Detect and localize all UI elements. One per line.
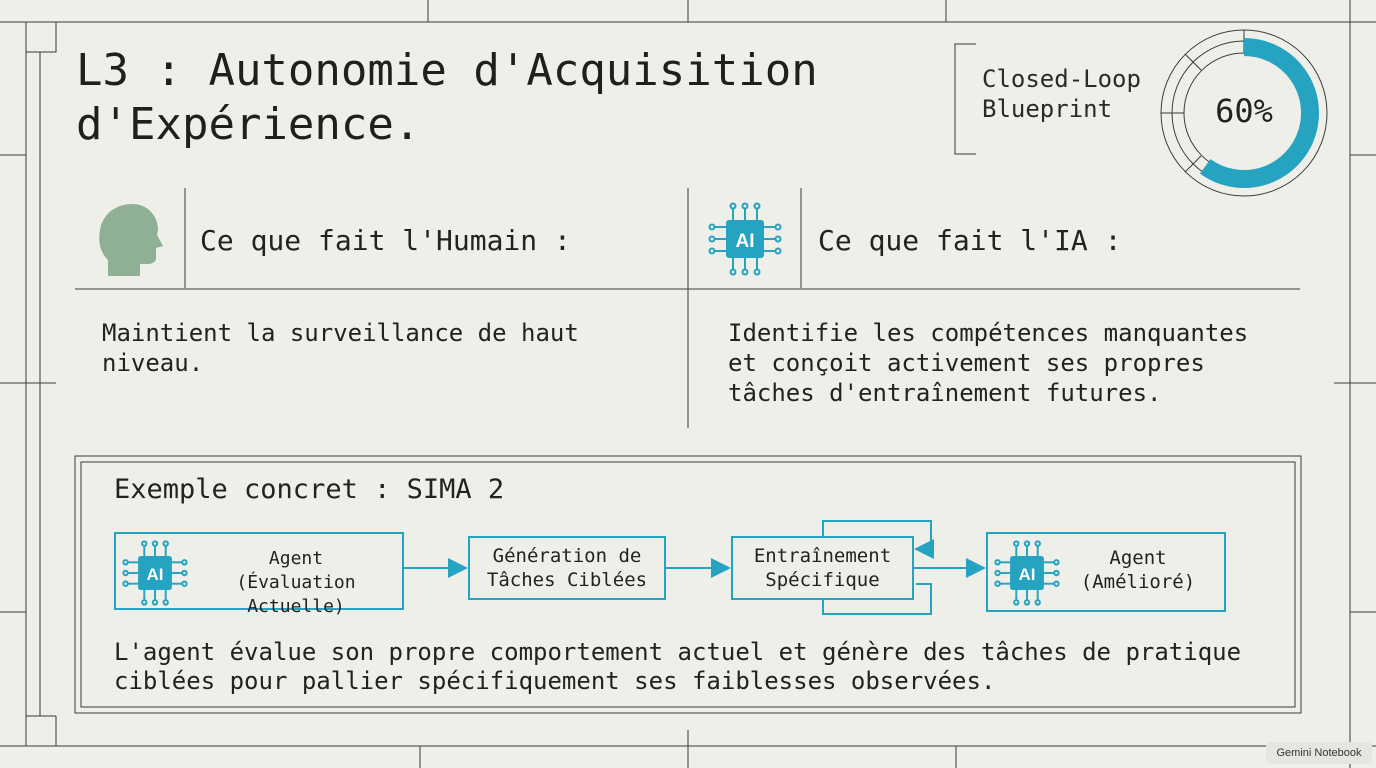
ai-body: Identifie les compétences manquantes et … [728,319,1249,407]
svg-text:AI: AI [736,231,755,252]
page-title: L3 : Autonomie d'Acquisition d'Expérienc… [76,45,818,150]
progress-arc [1199,38,1319,188]
flow-step-label: Entraînement Spécifique [753,545,892,591]
flow-step-label: Génération de Tâches Ciblées [486,545,648,591]
flow-step-label: Agent (Amélioré) [1080,547,1196,593]
ai-chip-icon: AI [122,540,188,606]
flow-step-specific-training [731,536,914,600]
svg-text:AI: AI [1019,565,1036,584]
flow-step-task-generation [468,536,666,600]
ai-heading: Ce que fait l'IA : [818,224,1122,257]
gemini-notebook-badge: Gemini Notebook [1266,742,1372,764]
ai-chip-icon: AI [994,540,1060,606]
human-head-icon [99,204,163,276]
blueprint-label: Closed-Loop Blueprint [982,65,1141,123]
human-body: Maintient la surveillance de haut niveau… [102,319,579,377]
flow-step-label: Agent (Évaluation Actuelle) [236,548,356,617]
ai-chip-icon: AI [708,202,782,276]
svg-text:AI: AI [147,565,164,584]
progress-gauge [1160,29,1328,197]
example-description: L'agent évalue son propre comportement a… [114,638,1242,695]
example-title: Exemple concret : SIMA 2 [114,474,505,505]
progress-value: 60% [1215,92,1273,130]
human-heading: Ce que fait l'Humain : [200,224,571,257]
